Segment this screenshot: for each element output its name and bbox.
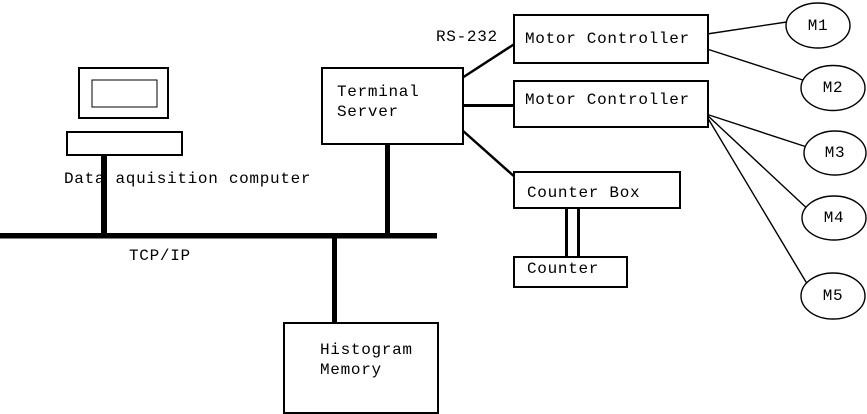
motor-controller-2-to-m3-line [705,113,817,151]
motor-m4-ellipse [801,195,867,241]
motor-controller-2-label: Motor Controller [525,91,690,109]
counter-box-label: Counter Box [527,184,641,202]
motor-m4-label: M4 [823,209,845,227]
computer-keyboard-icon [66,131,183,156]
motor-controller-2-to-m4-line [705,113,813,214]
terminal-server-label: Terminal Server [337,83,420,121]
counter-label: Counter [527,260,600,278]
tcpip-bus-label: TCP/IP [129,247,191,265]
rs232-terminal-server-to-motor-controller-1-line [461,41,517,80]
counter-box-box [513,171,681,209]
motor-m3-label: M3 [824,144,846,162]
terminal-server-to-counter-box-line [461,129,517,179]
rs232-label: RS-232 [436,28,498,46]
motor-m1-ellipse [785,2,851,49]
motor-controller-1-to-m2-line [706,48,816,85]
motor-m2-label: M2 [822,79,844,97]
motor-controller-1-box [513,14,709,64]
terminal-server-box [321,67,464,145]
motor-controller-1-label: Motor Controller [525,30,690,48]
motor-m5-label: M5 [822,287,844,305]
computer-screen-icon [91,79,158,108]
computer-label: Data aquisition computer [64,170,312,188]
motor-controller-1-to-m1-line [706,19,801,35]
motor-m1-label: M1 [807,16,829,35]
histogram-memory-label: Histogram Memory [320,341,413,379]
motor-controller-2-box [513,80,709,128]
motor-m2-ellipse [800,64,866,112]
motor-controller-2-to-m5-line [705,114,813,293]
counter-box [513,256,628,288]
motor-m3-ellipse [803,130,867,176]
histogram-memory-box [283,322,439,414]
motor-m5-ellipse [800,272,866,320]
